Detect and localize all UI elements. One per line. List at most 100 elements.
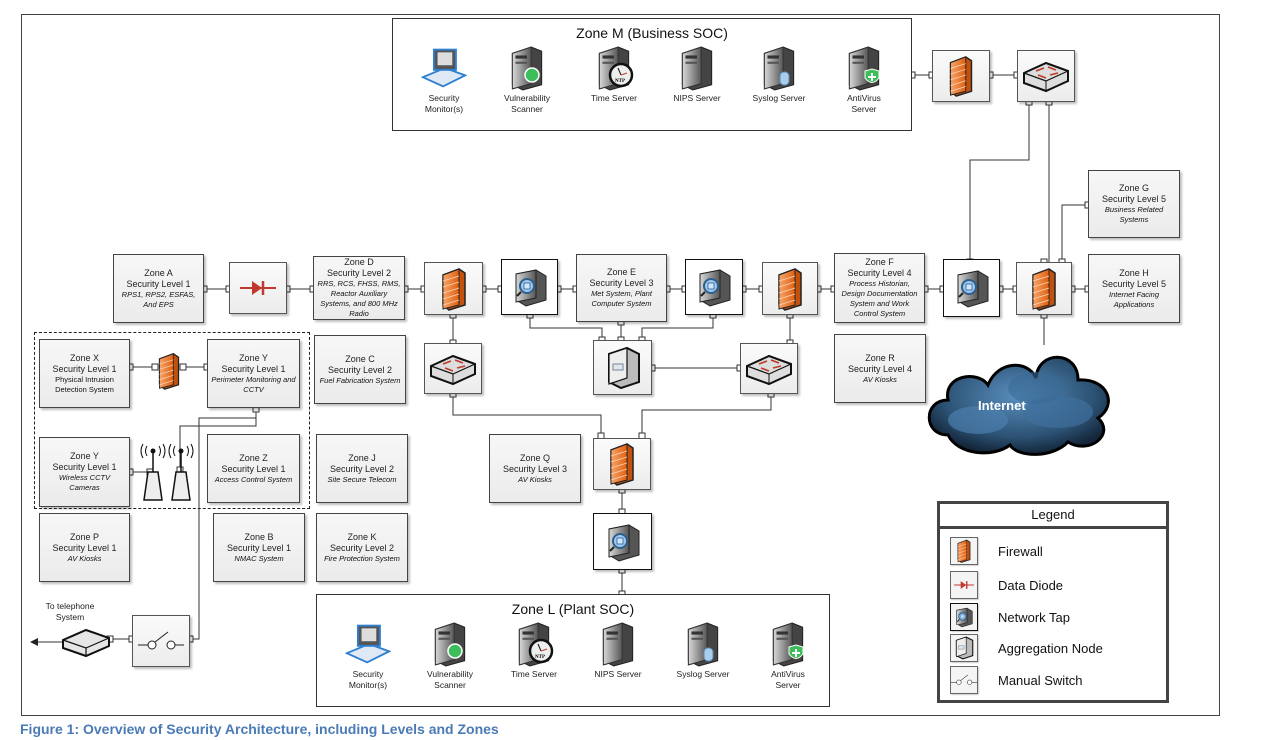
zone-desc: AV Kiosks [863,374,897,384]
zone-desc: Access Control System [214,474,293,484]
network-tap-device[interactable] [501,259,558,315]
switch-device[interactable] [740,343,798,394]
zone-level: Security Level 1 [226,542,292,553]
legend-item: Firewall [950,537,1043,565]
aggregation-node-icon [603,346,643,390]
data-diode-device[interactable] [229,262,287,314]
zone-desc: Site Secure Telecom [327,474,397,484]
zone-d[interactable]: Zone D Security Level 2 RRS, RCS, FHSS, … [313,256,405,320]
zone-y-perimeter[interactable]: Zone Y Security Level 1 Perimeter Monito… [207,339,300,408]
telephone-modem-icon[interactable] [60,626,112,658]
zone-level: Security Level 3 [589,278,654,288]
switch-icon [745,350,793,388]
soc-device[interactable]: Syslog Server [662,621,744,680]
soc-device[interactable]: NIPS Server [577,621,659,680]
zone-name: Zone P [69,531,100,542]
zone-desc: Business Related Systems [1104,205,1164,224]
figure-caption: Figure 1: Overview of Security Architect… [20,721,499,737]
firewall-device[interactable] [1016,262,1072,315]
zone-desc: RPS1, RPS2, ESFAS, And EPS [121,289,196,309]
aggregation-node-icon [950,634,978,662]
zone-f[interactable]: Zone F Security Level 4 Process Historia… [834,253,925,323]
zone-a[interactable]: Zone A Security Level 1 RPS1, RPS2, ESFA… [113,254,204,323]
zone-k[interactable]: Zone K Security Level 2 Fire Protection … [316,513,408,582]
zone-level: Security Level 1 [221,463,286,474]
soc-title: Zone L (Plant SOC) [511,601,635,617]
firewall-icon[interactable] [155,352,183,390]
soc-device[interactable]: Syslog Server [738,45,820,104]
legend-item: Aggregation Node [950,634,1103,662]
zone-r[interactable]: Zone R Security Level 4 AV Kiosks [834,334,926,403]
legend-label: Manual Switch [998,672,1083,688]
antivirus-server-icon [765,621,804,667]
zone-desc: Perimeter Monitoring and CCTV [211,374,296,394]
network-tap-device[interactable] [943,259,1000,317]
zone-b[interactable]: Zone B Security Level 1 NMAC System [213,513,305,582]
firewall-device[interactable] [762,262,818,315]
firewall-device[interactable] [932,50,990,102]
zone-h[interactable]: Zone H Security Level 5 Internet Facing … [1088,254,1180,323]
zone-name: Zone Z [239,452,268,463]
legend-title: Legend [940,504,1166,529]
zone-desc: RRS, RCS, FHSS, RMS, Reactor Auxiliary S… [317,279,401,318]
zone-c[interactable]: Zone C Security Level 2 Fuel Fabrication… [314,335,406,404]
firewall-icon [775,267,805,311]
firewall-device[interactable] [593,438,651,490]
switch-icon [1022,57,1070,95]
wireless-camera-icons[interactable] [138,442,196,504]
zone-p[interactable]: Zone P Security Level 1 AV Kiosks [39,513,130,582]
soc-device-label: NIPS Server [594,669,642,679]
soc-device-label: Time Server [591,93,637,103]
network-tap-device[interactable] [685,259,743,315]
aggregation-node-device[interactable] [593,340,652,395]
zone-level: Security Level 5 [1101,194,1167,204]
zone-z[interactable]: Zone Z Security Level 1 Access Control S… [207,434,300,503]
zone-x[interactable]: Zone X Security Level 1 Physical Intrusi… [39,339,130,408]
time-server-icon: NTP [511,621,554,667]
zone-level: Security Level 1 [52,542,117,553]
zone-level: Security Level 3 [502,463,568,474]
zone-desc: Internet Facing Applications [1108,289,1160,309]
internet-cloud-icon[interactable] [918,340,1128,460]
soc-device-label: Time Server [511,669,557,679]
soc-device[interactable]: NTP Time Server [493,621,575,680]
switch-device[interactable] [1017,50,1075,102]
legend-label: Firewall [998,543,1043,559]
network-tap-device[interactable] [593,513,652,570]
zone-desc: Process Historian, Design Documentation … [841,279,918,318]
soc-device-label: Syslog Server [676,669,730,679]
soc-device[interactable]: NIPS Server [656,45,738,104]
syslog-server-icon [680,621,726,667]
diagram-frame [21,14,1220,716]
soc-device[interactable]: NTP Time Server [573,45,655,104]
zone-desc: Fuel Fabrication System [319,375,401,385]
network-tap-icon [694,266,734,308]
zone-y-wireless[interactable]: Zone Y Security Level 1 Wireless CCTV Ca… [39,437,130,507]
zone-desc: Physical Intrusion Detection System [55,374,114,394]
vulnerability-scanner-icon [427,621,473,667]
zone-level: Security Level 1 [52,462,117,472]
switch-device[interactable] [424,343,482,394]
zone-g[interactable]: Zone G Security Level 5 Business Related… [1088,170,1180,238]
firewall-device[interactable] [424,262,483,315]
zone-level: Security Level 4 [847,363,913,374]
zone-desc: Fire Protection System [324,553,400,563]
zone-name: Zone B [244,531,274,542]
manual-switch-device[interactable] [132,615,190,667]
data-diode-icon [238,278,278,298]
zone-level: Security Level 4 [847,268,912,278]
zone-e[interactable]: Zone E Security Level 3 Met System, Plan… [576,254,667,322]
manual-switch-icon [950,666,978,694]
zone-q[interactable]: Zone Q Security Level 3 AV Kiosks [489,434,581,503]
zone-j[interactable]: Zone J Security Level 2 Site Secure Tele… [316,434,408,503]
time-server-icon: NTP [591,45,634,91]
nips-server-icon [595,621,641,667]
